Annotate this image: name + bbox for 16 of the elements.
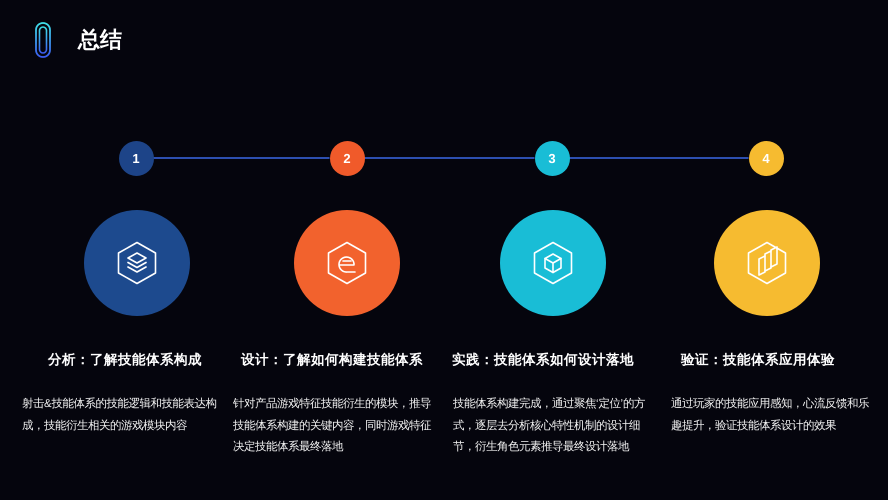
connector-line — [570, 157, 748, 159]
column-heading: 设计：了解如何构建技能体系 — [241, 351, 423, 369]
description-text: 射击&技能体系的技能逻辑和技能表达构成，技能衍生相关的游戏模块内容 — [22, 396, 218, 434]
description-text: 针对产品游戏特征技能衍生的模块，推导技能体系构建的关键内容，同时游戏特征决定技能体系最终落地 — [233, 396, 432, 455]
number-circle: 4 — [748, 140, 784, 176]
column-heading: 分析：了解技能体系构成 — [48, 351, 202, 369]
number-circle: 2 — [330, 140, 364, 176]
description-text: 通过玩家的技能应用感知，心流反馈和乐趣提升，验证技能体系设计的效果 — [671, 396, 870, 434]
connector-line — [364, 157, 534, 159]
description-text: 技能体系构建完成，通过聚焦‘定位’的方式，逐层去分析核心特性机制的设计细节，衍生角色元素推导最终设计落地 — [453, 396, 646, 455]
column-heading: 验证：技能体系应用体验 — [681, 351, 835, 369]
column-heading: 实践：技能体系如何设计落地 — [452, 351, 634, 369]
connector-line — [154, 157, 330, 159]
page-title: 总结 — [78, 26, 122, 54]
number-circle: 1 — [118, 140, 154, 176]
number-circle: 3 — [534, 140, 570, 176]
